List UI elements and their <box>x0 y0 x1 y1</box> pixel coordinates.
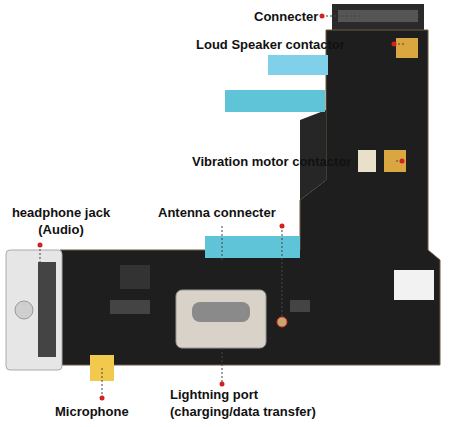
flex-ribbon <box>60 30 440 365</box>
tape <box>268 55 328 75</box>
board-connector <box>332 4 424 30</box>
lightning-port <box>176 290 266 348</box>
part-label: Connecter <box>254 8 318 25</box>
speaker-pad <box>396 38 418 58</box>
antenna-connector <box>277 317 287 327</box>
barcode-sticker <box>394 270 434 300</box>
part-label: headphone jack (Audio) <box>2 204 120 238</box>
jack-body <box>38 262 56 357</box>
part-label: Lightning port (charging/data transfer) <box>170 386 350 420</box>
chip <box>110 300 150 314</box>
part-label: Vibration motor contactor <box>192 153 351 170</box>
chip <box>120 265 150 289</box>
tape <box>205 236 300 258</box>
part-label: Loud Speaker contactor <box>196 36 345 53</box>
tape <box>225 90 325 112</box>
port-opening <box>192 302 250 322</box>
part-label: Antenna connecter <box>158 204 276 221</box>
vibration-pad <box>384 150 406 172</box>
flex-edge <box>60 30 440 365</box>
chip <box>290 300 310 312</box>
jack-hole <box>15 301 33 319</box>
part-label: Microphone <box>55 403 129 420</box>
vibration-pad <box>358 150 376 172</box>
headphone-jack <box>6 250 62 370</box>
